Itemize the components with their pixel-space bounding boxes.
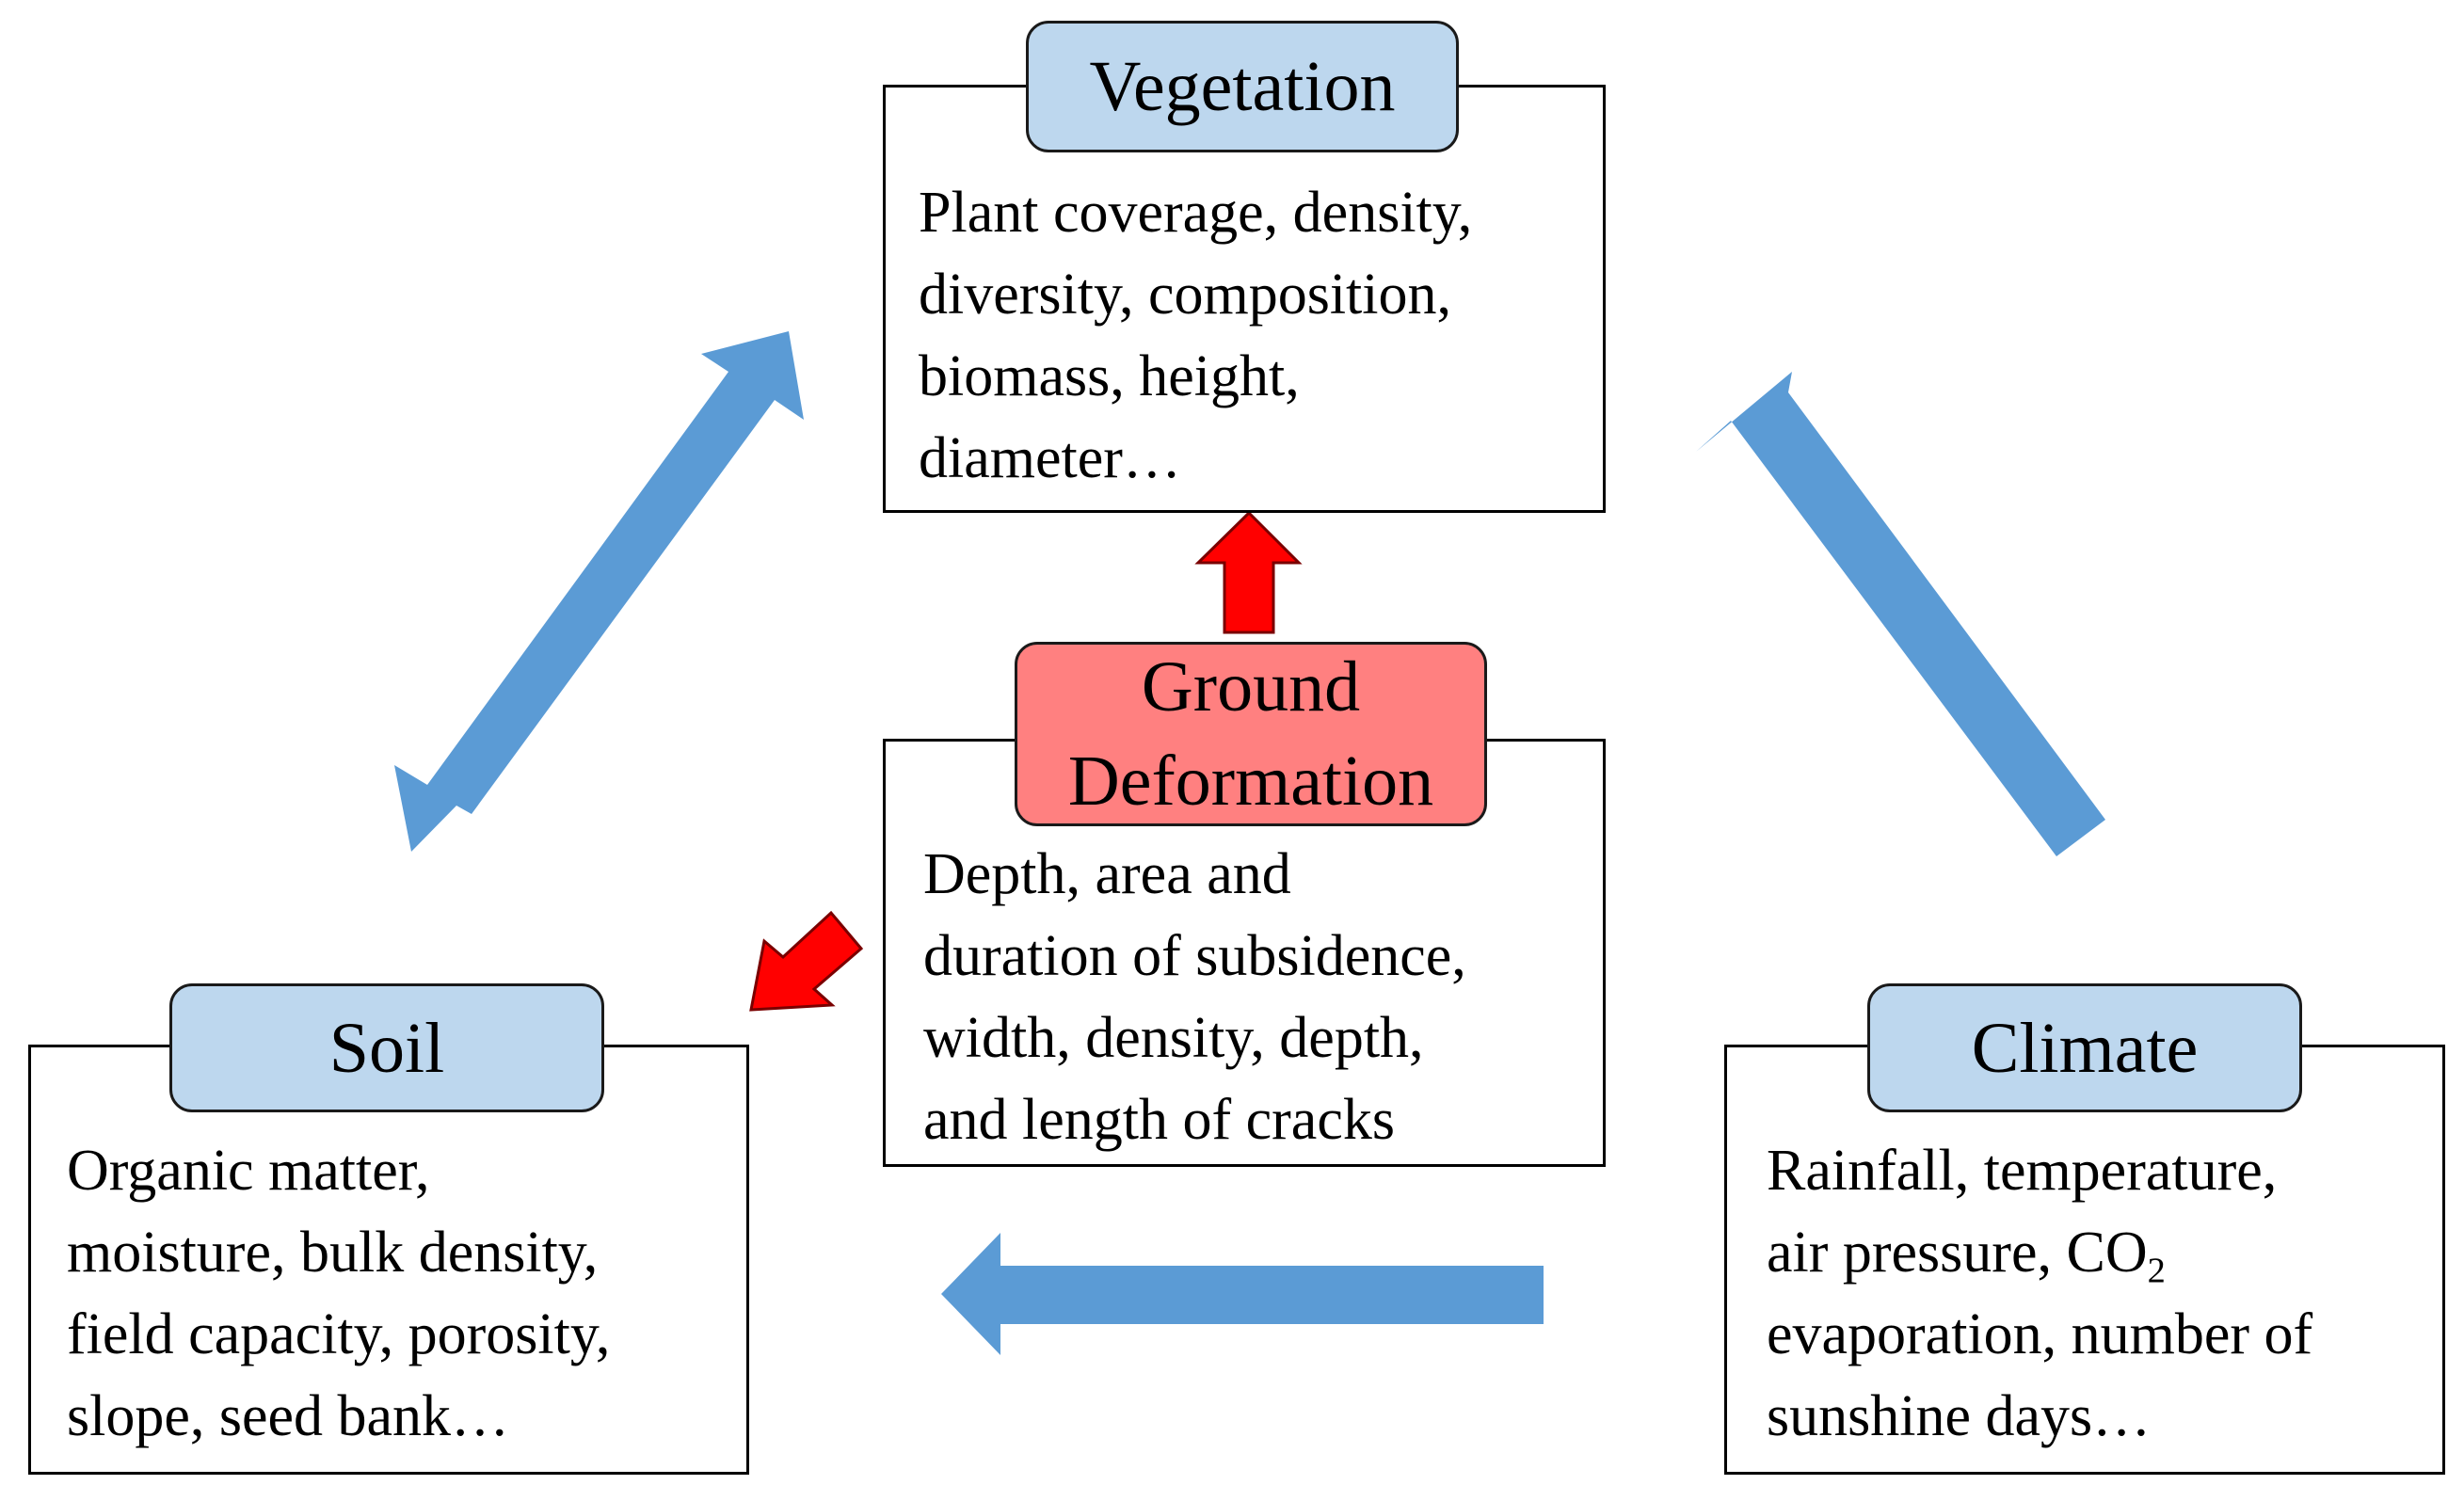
climate-title-text: Climate bbox=[1971, 1008, 2199, 1088]
soil-title: Soil bbox=[169, 983, 604, 1112]
climate-line: evaporation, number of bbox=[1767, 1302, 2313, 1366]
soil-attributes: Organic matter, moisture, bulk density, … bbox=[67, 1130, 610, 1458]
soil-line: Organic matter, bbox=[67, 1139, 430, 1203]
deformation-to-soil-arrow bbox=[749, 910, 864, 1012]
soil-line: slope, seed bank… bbox=[67, 1384, 510, 1448]
vegetation-line: diameter… bbox=[919, 426, 1181, 490]
ground-deformation-attributes: Depth, area and duration of subsidence, … bbox=[923, 834, 1466, 1161]
climate-line: air pressure, CO2 bbox=[1767, 1212, 2312, 1294]
climate-attributes: Rainfall, temperature, air pressure, CO2… bbox=[1767, 1130, 2312, 1458]
soil-vegetation-double-arrow bbox=[394, 331, 804, 852]
ground-deformation-line: duration of subsidence, bbox=[923, 924, 1466, 988]
deformation-to-vegetation-arrow bbox=[1194, 510, 1303, 634]
climate-to-soil-arrow bbox=[941, 1233, 1544, 1355]
soil-title-text: Soil bbox=[328, 1008, 445, 1088]
climate-to-vegetation-arrow bbox=[1696, 372, 2105, 856]
climate-box: Rainfall, temperature, air pressure, CO2… bbox=[1724, 1045, 2445, 1475]
co2-subscript: 2 bbox=[2147, 1251, 2166, 1291]
climate-line2-text: air pressure, CO bbox=[1767, 1221, 2148, 1285]
climate-title: Climate bbox=[1867, 983, 2302, 1112]
vegetation-box: Plant coverage, density, diversity, comp… bbox=[883, 85, 1606, 513]
ground-deformation-title: Ground Deformation bbox=[1015, 642, 1487, 826]
vegetation-title: Vegetation bbox=[1026, 21, 1459, 152]
climate-line: sunshine days… bbox=[1767, 1384, 2152, 1448]
vegetation-line: Plant coverage, density, bbox=[919, 181, 1473, 245]
soil-box: Organic matter, moisture, bulk density, … bbox=[28, 1045, 749, 1475]
vegetation-attributes: Plant coverage, density, diversity, comp… bbox=[919, 172, 1472, 500]
ground-deformation-line: and length of cracks bbox=[923, 1088, 1395, 1152]
ground-deformation-line: Depth, area and bbox=[923, 842, 1291, 906]
ground-deformation-title-line2: Deformation bbox=[1067, 742, 1434, 821]
vegetation-line: diversity, composition, bbox=[919, 263, 1451, 327]
ground-deformation-title-line1: Ground bbox=[1141, 647, 1361, 727]
climate-line: Rainfall, temperature, bbox=[1767, 1139, 2278, 1203]
soil-line: moisture, bulk density, bbox=[67, 1221, 599, 1285]
vegetation-title-text: Vegetation bbox=[1089, 47, 1396, 126]
soil-line: field capacity, porosity, bbox=[67, 1302, 611, 1366]
vegetation-line: biomass, height, bbox=[919, 344, 1300, 408]
ground-deformation-line: width, density, depth, bbox=[923, 1006, 1424, 1070]
